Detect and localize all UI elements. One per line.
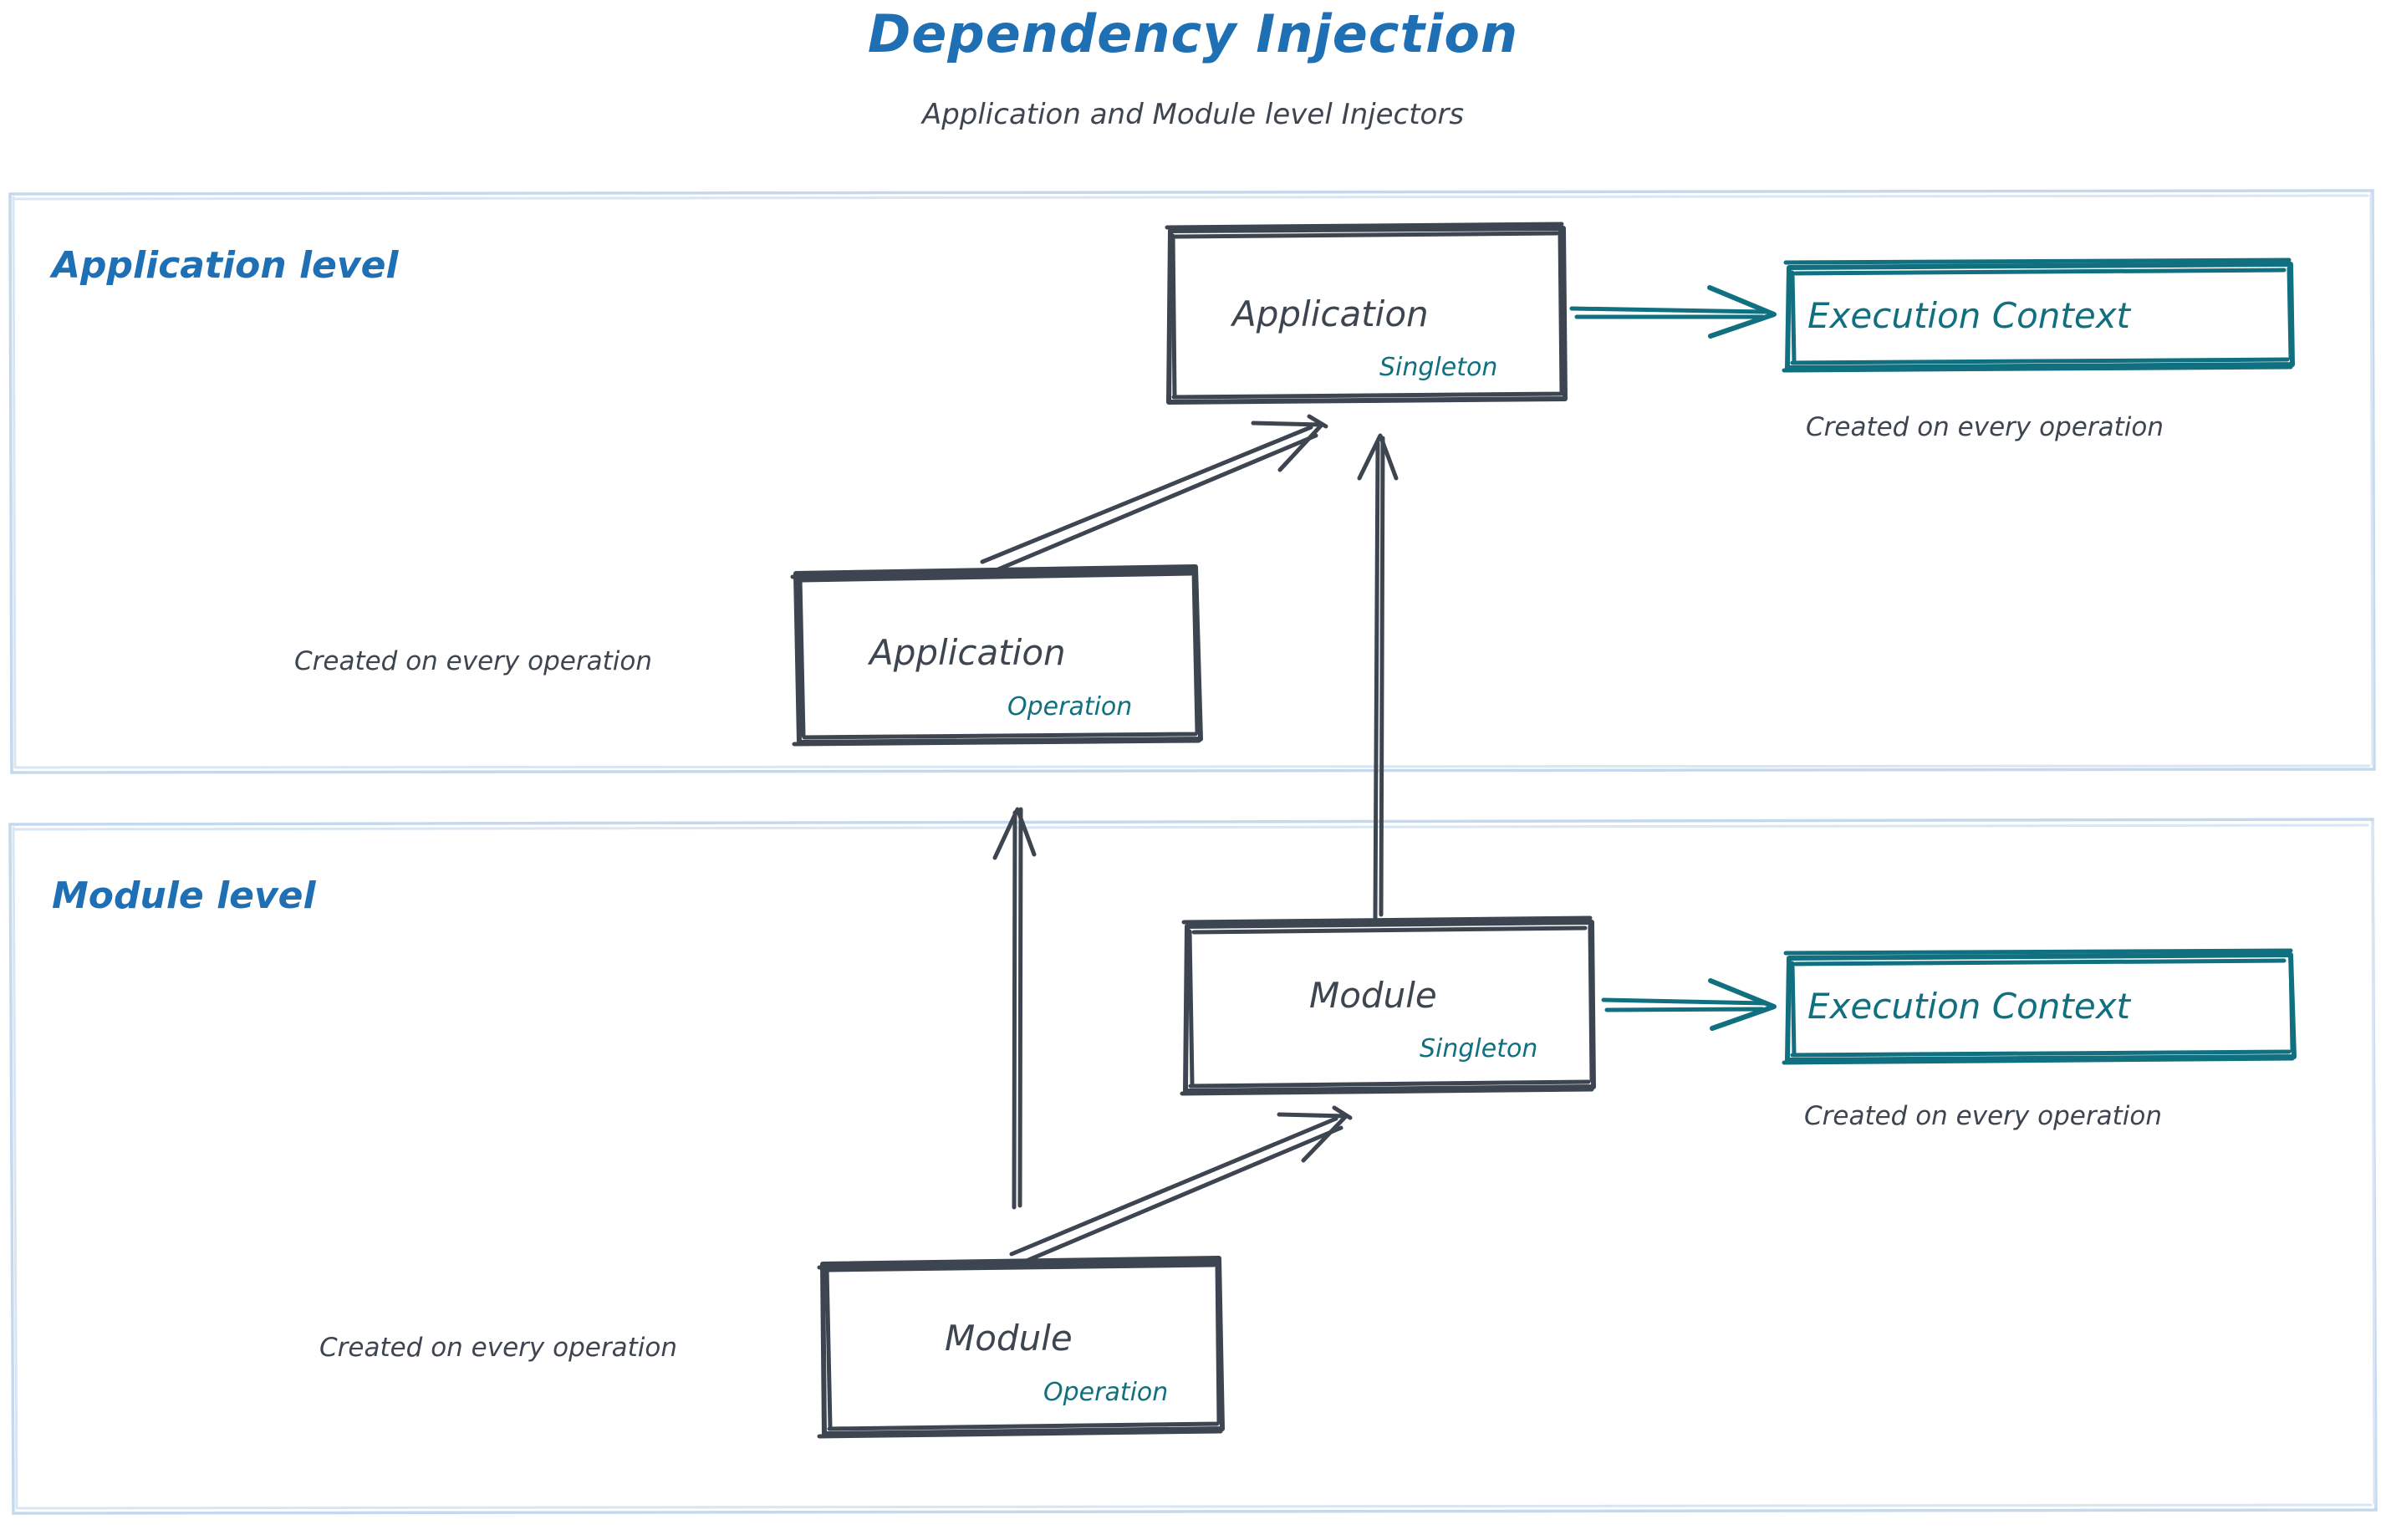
note-execution-context-application: Created on every operation [1806, 412, 2164, 442]
application-operation-title: Application [869, 632, 1066, 673]
execution-context-module-title: Execution Context [1807, 986, 2131, 1027]
arrow-app-operation-to-app-singleton [980, 414, 1328, 576]
arrow-module-operation-to-application-level [992, 807, 1037, 1210]
note-application-operation: Created on every operation [294, 646, 652, 676]
module-operation-scope: Operation [1043, 1378, 1169, 1407]
module-singleton-scope: Singleton [1420, 1034, 1538, 1063]
arrow-module-singleton-to-application-singleton [1357, 433, 1399, 920]
arrow-module-to-execution-context [1601, 978, 1777, 1031]
application-singleton-scope: Singleton [1379, 353, 1498, 382]
arrow-application-to-execution-context [1569, 285, 1777, 339]
application-singleton-title: Application [1232, 293, 1429, 334]
module-singleton-title: Module [1309, 975, 1437, 1016]
arrow-mod-operation-to-mod-singleton [1009, 1105, 1353, 1267]
module-operation-title: Module [945, 1318, 1073, 1359]
note-module-operation: Created on every operation [319, 1333, 677, 1363]
note-execution-context-module: Created on every operation [1804, 1101, 2162, 1131]
module-level-container [8, 818, 2378, 1515]
application-operation-scope: Operation [1007, 692, 1133, 722]
execution-context-application-title: Execution Context [1807, 295, 2131, 336]
section-label-application-level: Application level [52, 244, 399, 287]
page-subtitle: Application and Module level Injectors [921, 98, 1465, 131]
page-title: Dependency Injection [867, 3, 1519, 64]
section-label-module-level: Module level [52, 875, 316, 917]
